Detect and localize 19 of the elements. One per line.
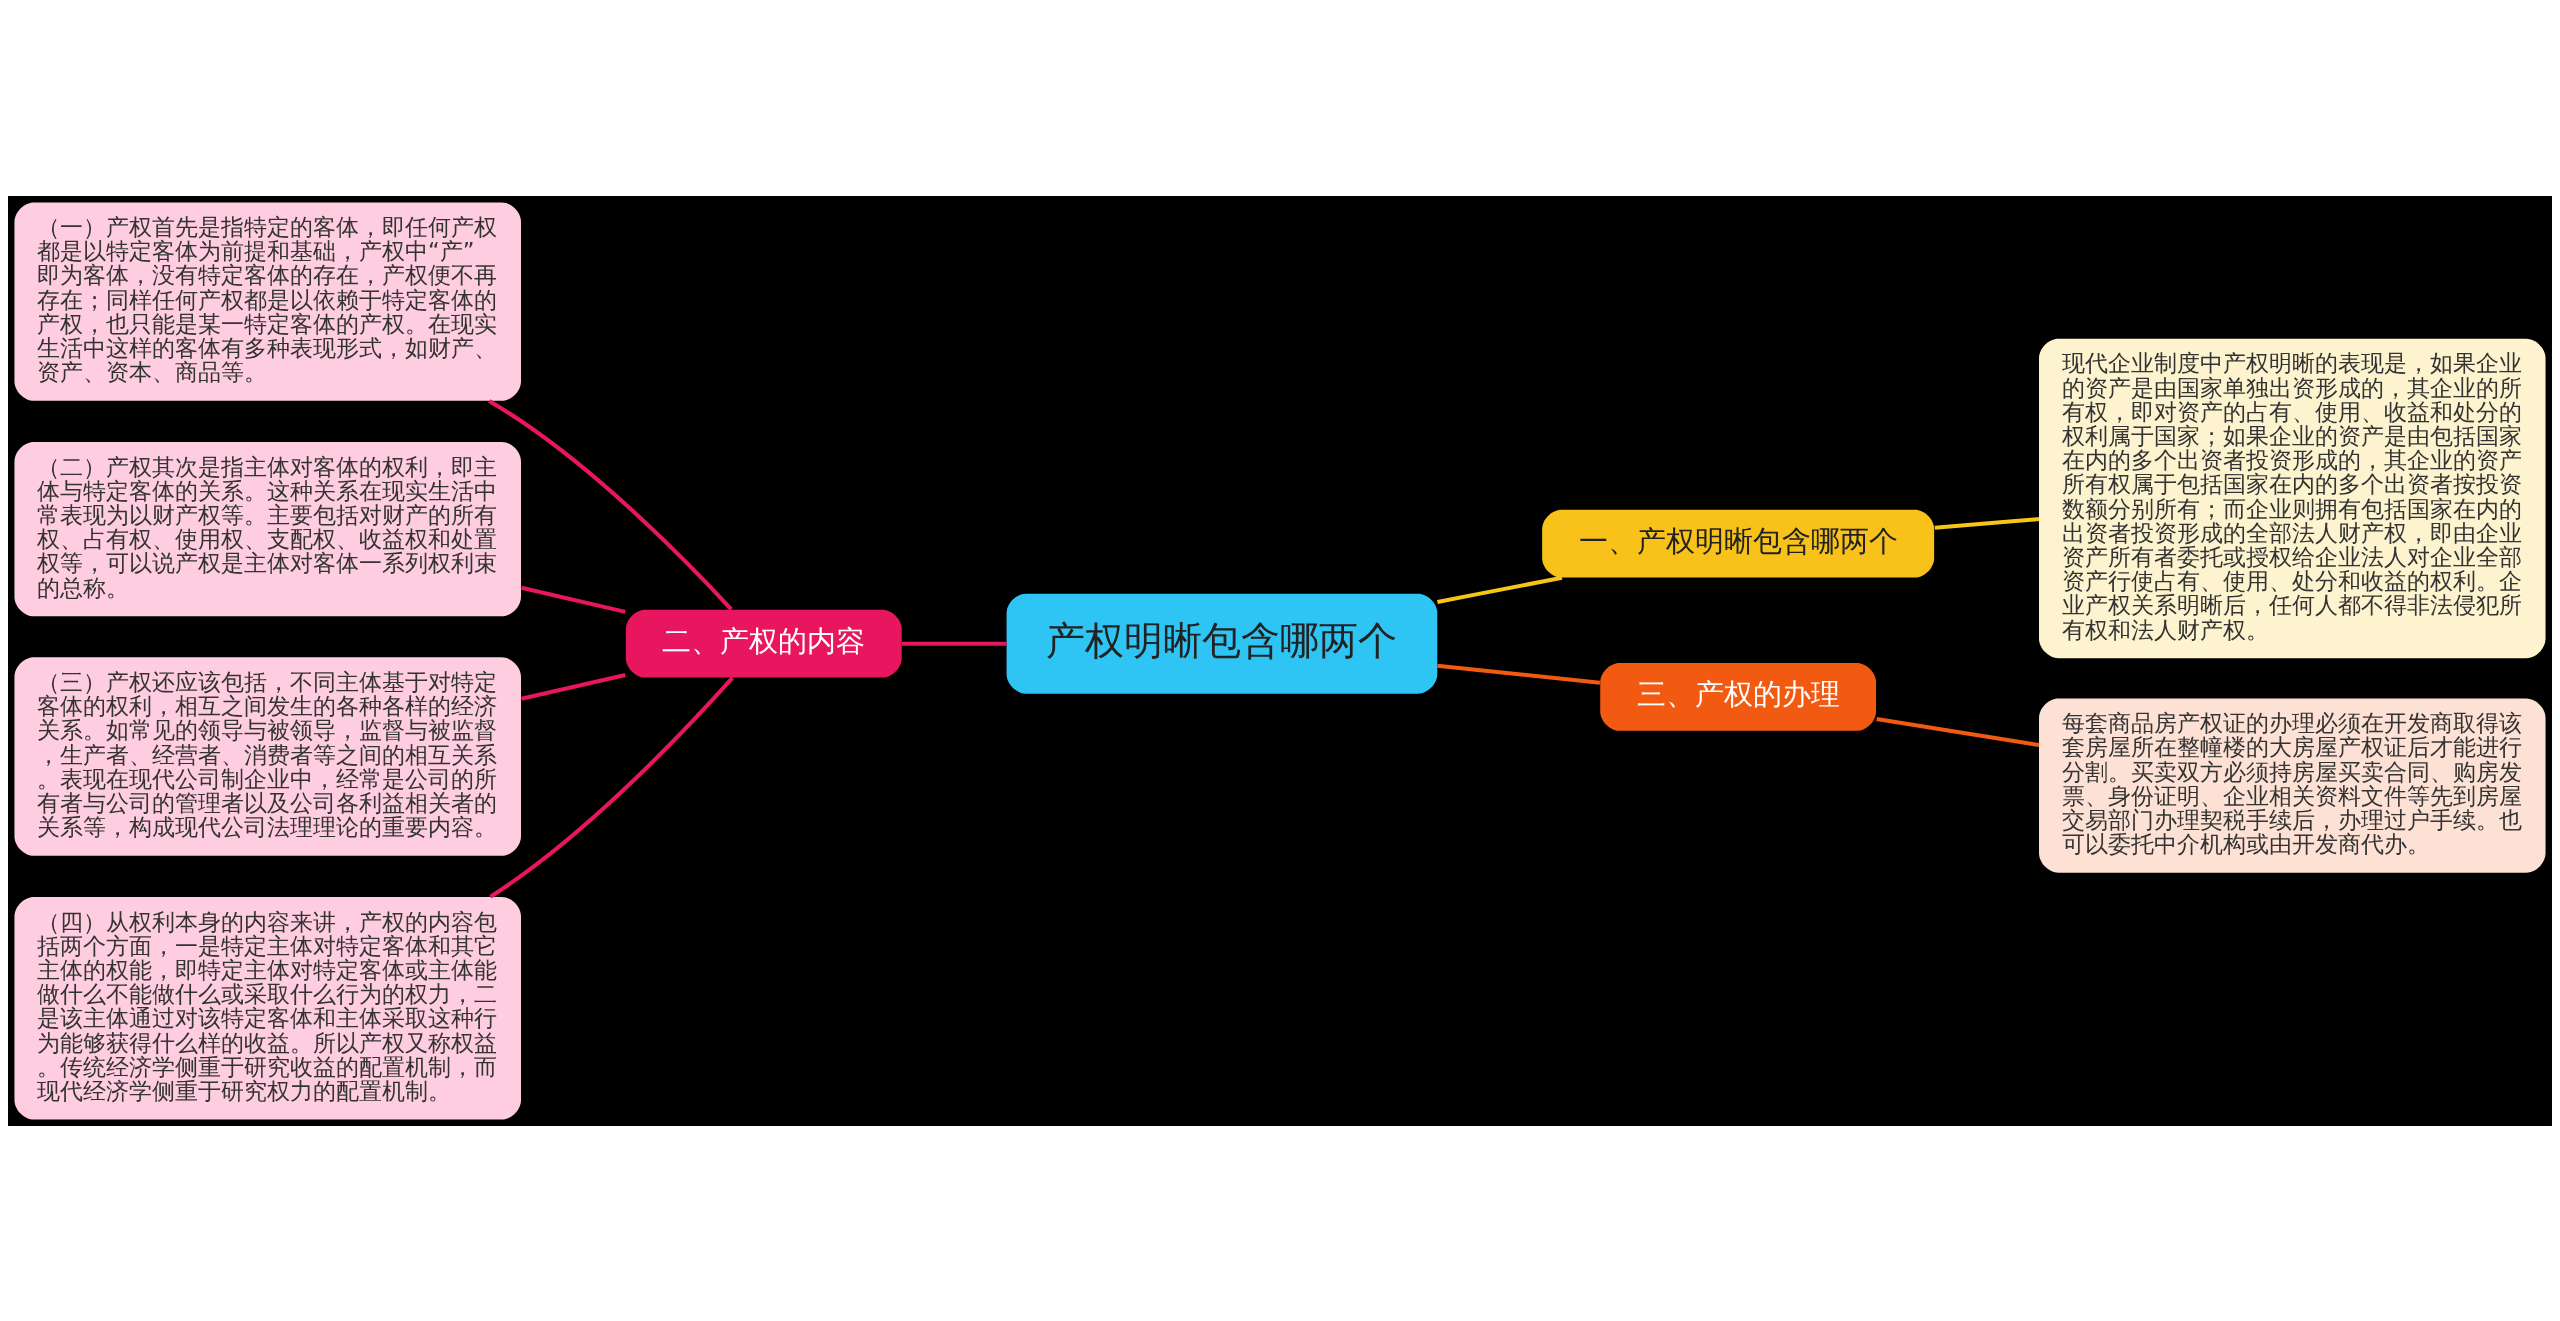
connector (488, 398, 733, 611)
connector (1437, 575, 1563, 604)
connector (521, 585, 626, 614)
connector (1934, 516, 2040, 530)
node-box: 产权明晰包含哪两个 (1006, 593, 1438, 694)
connector (489, 676, 734, 898)
node-box: （二）产权其次是指主体对客体的权利，即主体与特定客体的关系。这种关系在现实生活中常表现为以财产权等。主要包括对财产的所有权、占有权、使用权、支配权、收益权和处置权等，可以说产权是主体对客体一系列权利束的总称。 (14, 441, 521, 616)
connector (1876, 716, 2040, 747)
connector (901, 641, 1007, 646)
node-box: 二、产权的内容 (625, 609, 902, 678)
node-box: （四）从权利本身的内容来讲，产权的内容包括两个方面，一是特定主体对特定客体和其它主体的权能，即特定主体对特定客体或主体能做什么不能做什么或采取什么行为的权力，二是该主体通过对该特定客体和主体采取这种行为能够获得什么样的收益。所以产权又称权益。传统经济学侧重于研究收益的配置机制，而现代经济学侧重于研究权力的配置机制。 (14, 896, 521, 1120)
connector (521, 672, 626, 701)
node-box: 三、产权的办理 (1600, 662, 1877, 731)
node-box: （三）产权还应该包括，不同主体基于对特定客体的权利，相互之间发生的各种各样的经济关系。如常见的领导与被领导，监督与被监督，生产者、经营者、消费者等之间的相互关系。表现在现代公司制企业中，经常是公司的所有者与公司的管理者以及公司各利益相关者的关系等，构成现代公司法理理论的重要内容。 (14, 656, 521, 856)
node-box: 现代企业制度中产权明晰的表现是，如果企业的资产是由国家单独出资形成的，其企业的所有权，即对资产的占有、使用、收益和处分的权利属于国家；如果企业的资产是由包括国家在内的多个出资者投资形成的，其企业的资产所有权属于包括国家在内的多个出资者按投资数额分别所有；而企业则拥有包括国家在内的出资者投资形成的全部法人财产权，即由企业资产所有者委托或授权给企业法人对企业全部资产行使占有、使用、处分和收益的权利。企业产权关系明晰后，任何人都不得非法侵犯所有权和法人财产权。 (2039, 338, 2546, 658)
node-box: 每套商品房产权证的办理必须在开发商取得该套房屋所在整幢楼的大房屋产权证后才能进行分割。买卖双方必须持房屋买卖合同、购房发票、身份证明、企业相关资料文件等先到房屋交易部门办理契税手续后，办理过户手续。也可以委托中介机构或由开发商代办。 (2039, 698, 2546, 873)
node-box: 一、产权明晰包含哪两个 (1542, 509, 1935, 577)
node-box: （一）产权首先是指特定的客体，即任何产权都是以特定客体为前提和基础，产权中“产”即为客体，没有特定客体的存在，产权便不再存在；同样任何产权都是以依赖于特定客体的产权，也只能是某一特定客体的产权。在现实生活中这样的客体有多种表现形式，如财产、资产、资本、商品等。 (14, 201, 521, 401)
connector (1437, 663, 1601, 685)
